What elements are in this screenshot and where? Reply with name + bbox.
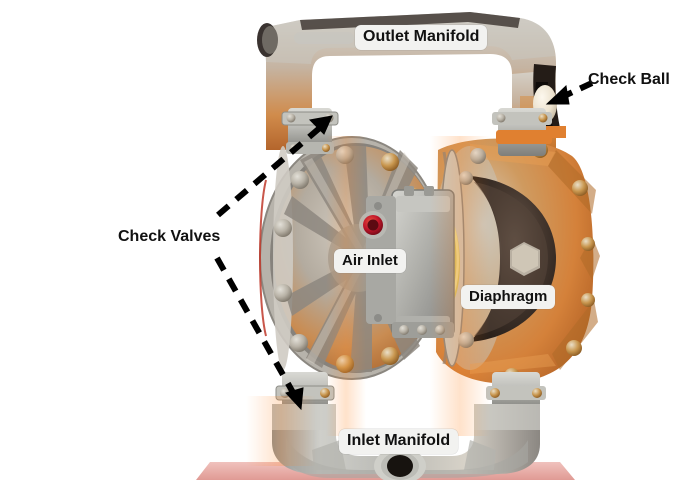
label-check-valves: Check Valves <box>118 228 221 245</box>
arrowhead-check-ball <box>545 84 570 105</box>
warm-light-overlay <box>246 136 490 466</box>
check-valve-lower-right <box>486 372 546 412</box>
arrowhead-check-valves-upper <box>308 115 333 135</box>
arrowhead-check-valves-lower <box>285 387 304 411</box>
label-diaphragm: Diaphragm <box>461 285 556 309</box>
label-outlet-manifold: Outlet Manifold <box>355 25 488 50</box>
check-valve-upper-right <box>492 108 552 156</box>
label-check-ball: Check Ball <box>588 71 670 88</box>
annotation-arrows <box>214 80 594 411</box>
label-inlet-manifold: Inlet Manifold <box>339 429 459 454</box>
label-air-inlet: Air Inlet <box>334 249 406 273</box>
arrow-check-valves-lower <box>214 256 298 398</box>
inlet-manifold-shape <box>272 404 540 480</box>
